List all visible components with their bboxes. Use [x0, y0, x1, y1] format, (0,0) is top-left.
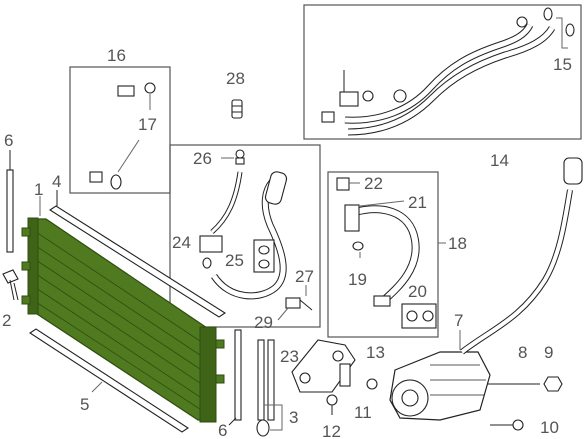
callout-18: 18 — [448, 234, 467, 253]
callout-16: 16 — [107, 46, 126, 65]
bolt-2 — [2, 269, 19, 301]
box-16-hose — [76, 82, 156, 190]
side-seal-6-right — [234, 329, 242, 421]
callout-1: 1 — [34, 180, 43, 199]
callout-19: 19 — [348, 270, 367, 289]
callout-22: 22 — [364, 174, 383, 193]
condenser-bracket — [215, 339, 225, 349]
compressor-area — [256, 157, 583, 437]
callout-6: 6 — [4, 131, 13, 150]
callout-11: 11 — [354, 403, 372, 422]
box-14 — [303, 4, 582, 140]
callout-17: 17 — [138, 115, 157, 134]
callout-15: 15 — [553, 55, 572, 74]
condenser-bracket — [215, 374, 225, 384]
callout-5: 5 — [80, 395, 89, 414]
callout-21: 21 — [408, 193, 427, 212]
box-18-hose — [336, 177, 446, 329]
condenser-assembly — [21, 217, 225, 423]
callout-26: 26 — [193, 149, 212, 168]
callout-7: 7 — [454, 311, 463, 330]
callout-20: 20 — [408, 282, 427, 301]
condenser-bracket — [21, 295, 31, 305]
callout-27: 27 — [295, 267, 314, 286]
condenser-bracket — [21, 227, 31, 237]
condenser-right-tank — [199, 326, 217, 423]
callout-12: 12 — [322, 422, 341, 439]
callout-24: 24 — [172, 233, 191, 252]
callout-10: 10 — [540, 418, 559, 437]
callout-29: 29 — [254, 313, 273, 332]
side-seal-6-left — [6, 169, 14, 253]
callout-9: 9 — [544, 343, 553, 362]
callout-3: 3 — [289, 408, 298, 427]
box-18 — [327, 171, 439, 338]
seal-3b — [267, 339, 275, 421]
callout-8: 8 — [518, 343, 527, 362]
seal-3a — [257, 339, 265, 421]
callout-28: 28 — [226, 69, 245, 88]
box-14-lines — [321, 7, 575, 136]
callout-13: 13 — [366, 343, 385, 362]
callout-labels: 1 2 3 4 5 6 6 7 8 9 10 11 12 13 14 15 16… — [2, 46, 572, 439]
upper-seal-4 — [48, 205, 227, 318]
callout-4: 4 — [52, 172, 61, 191]
lower-seal-5 — [29, 328, 189, 433]
condenser-fins — [35, 231, 207, 414]
condenser-bracket — [21, 261, 31, 271]
box-16 — [69, 66, 171, 194]
box-23-lines — [199, 149, 313, 321]
callout-23: 23 — [280, 347, 299, 366]
callout-2: 2 — [2, 311, 11, 330]
seal-rods — [6, 150, 283, 433]
part-28-fitting — [231, 99, 243, 119]
callout-6-lower: 6 — [218, 421, 227, 439]
box-23 — [169, 144, 321, 328]
callout-25: 25 — [225, 251, 244, 270]
callout-14: 14 — [490, 151, 509, 170]
